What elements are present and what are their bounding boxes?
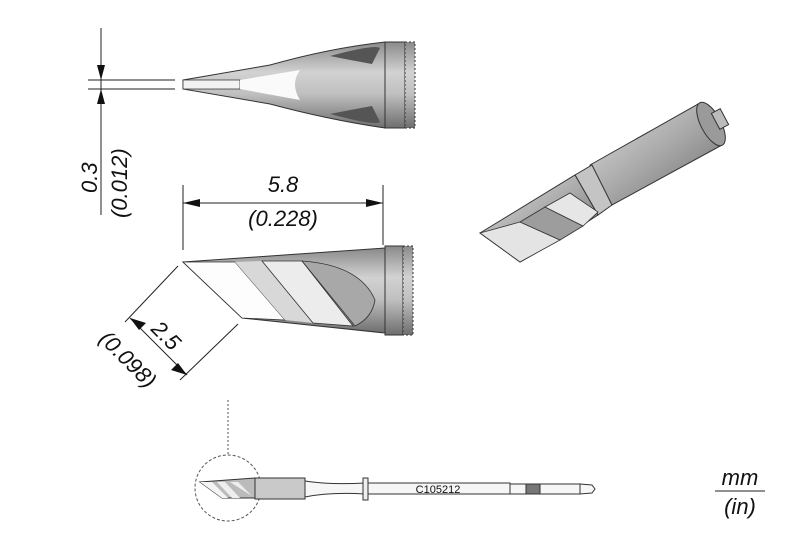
length-mm-label: 5.8 — [268, 172, 299, 197]
blade-mm-label: 2.5 — [146, 315, 187, 356]
unit-in-label: (in) — [724, 494, 756, 519]
unit-mm-label: mm — [722, 465, 759, 490]
perspective-view — [479, 101, 730, 263]
thickness-in-label: (0.012) — [107, 148, 132, 218]
part-number-label: C105212 — [416, 484, 461, 496]
length-dimension: 5.8 (0.228) — [182, 172, 384, 250]
length-in-label: (0.228) — [248, 206, 318, 231]
thickness-mm-label: 0.3 — [77, 162, 102, 193]
full-tip-view: C105212 — [194, 400, 596, 522]
top-view: 0.3 (0.012) — [77, 28, 416, 218]
side-view: 2.5 (0.098) — [94, 245, 414, 393]
units-legend: mm (in) — [715, 465, 765, 519]
